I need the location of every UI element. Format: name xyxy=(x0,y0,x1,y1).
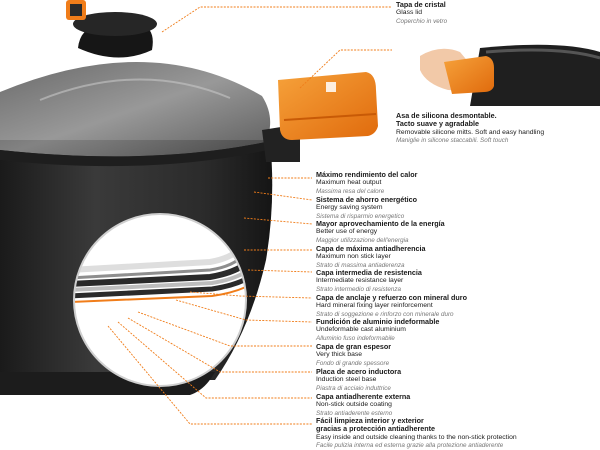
feature-es: Placa de acero inductora xyxy=(316,367,402,376)
feature-es: Fundición de aluminio indeformable xyxy=(316,317,440,326)
feature-en: Induction steel base xyxy=(316,376,377,384)
feature-es: Capa intermedia de resistencia xyxy=(316,268,422,277)
feature-energy-use: Mayor aprovechamiento de la energía Bett… xyxy=(316,219,598,244)
feature-it: Facile pulizia interna ed esterna grazie… xyxy=(316,442,504,450)
feature-it: Strato intermedio di resistenza xyxy=(316,285,402,293)
section-cutaway xyxy=(73,213,247,387)
feature-en: Maximum heat output xyxy=(316,179,382,187)
leader-3 xyxy=(243,217,313,225)
label-en: Removable silicone mitts. Soft and easy … xyxy=(396,128,545,136)
label-en: Glass lid xyxy=(396,9,423,17)
leader-7 xyxy=(175,299,313,323)
label-silicone-handle: Asa de silicona desmontable. Tacto suave… xyxy=(396,111,545,145)
glass-lid xyxy=(0,61,271,167)
feature-energy-saving: Sistema de ahorro energético Energy savi… xyxy=(316,195,598,220)
label-es-2: Tacto suave y agradable xyxy=(396,119,479,129)
label-it: Maniglie in silicone staccabili. Soft to… xyxy=(396,137,509,145)
handle-inset-photo xyxy=(400,40,600,106)
feature-it: Maggior utilizzazione dell'energia xyxy=(316,236,409,244)
leader-lines xyxy=(107,6,392,425)
feature-induction-base: Placa de acero inductora Induction steel… xyxy=(316,367,598,392)
silicone-handle xyxy=(262,72,378,162)
feature-en: Better use of energy xyxy=(316,228,378,236)
lid-knob xyxy=(66,0,157,58)
label-es: Asa de silicona desmontable. xyxy=(396,111,497,120)
feature-it: Fondo di grande spessore xyxy=(316,359,390,367)
feature-es: Sistema de ahorro energético xyxy=(316,195,418,204)
feature-easy-cleaning: Fácil limpieza interior y exterior graci… xyxy=(316,416,598,450)
feature-en: Hard mineral fixing layer reinforcement xyxy=(316,302,433,310)
label-it: Coperchio in vetro xyxy=(396,17,448,25)
feature-es: Fácil limpieza interior y exterior xyxy=(316,416,424,425)
feature-nonstick-layer: Capa de máxima antiadherencia Maximum no… xyxy=(316,244,598,269)
feature-thick-base: Capa de gran espesor Very thick base Fon… xyxy=(316,342,598,367)
feature-outside-coating: Capa antiadherente externa Non-stick out… xyxy=(316,392,598,417)
feature-mineral-layer: Capa de anclaje y refuerzo con mineral d… xyxy=(316,293,598,318)
feature-en: Intermediate resistance layer xyxy=(316,277,404,285)
feature-es: Capa de máxima antiadherencia xyxy=(316,244,426,253)
feature-it: Sistema di risparmio energetico xyxy=(316,212,405,220)
feature-es: Capa antiadherente externa xyxy=(316,392,411,401)
leader-9 xyxy=(127,317,312,373)
feature-it: Strato di massima antiaderenza xyxy=(316,261,405,269)
feature-it: Strato antiaderente esterno xyxy=(316,409,393,417)
leader-10 xyxy=(117,321,312,399)
feature-it: Piastra di acciaio induttrice xyxy=(316,384,391,392)
label-glass-lid: Tapa de cristal Glass lid Coperchio in v… xyxy=(396,0,448,25)
feature-en: Energy saving system xyxy=(316,204,383,212)
feature-es: Mayor aprovechamiento de la energía xyxy=(316,219,445,228)
feature-en: Very thick base xyxy=(316,351,363,359)
feature-it: Massima resa del calore xyxy=(316,187,385,195)
feature-en: Undeformable cast aluminium xyxy=(316,326,406,334)
feature-cast-aluminium: Fundición de aluminio indeformable Undef… xyxy=(316,317,598,342)
leader-6 xyxy=(189,291,313,299)
leader-lid xyxy=(161,6,392,33)
feature-es-2: gracias a protección antiadherente xyxy=(316,424,436,434)
feature-resistance-layer: Capa intermedia de resistencia Intermedi… xyxy=(316,268,598,293)
feature-es: Capa de gran espesor xyxy=(316,342,392,351)
feature-it: Strato di soggezione e rinforzo con mine… xyxy=(316,310,454,318)
feature-it: Alluminio fuso indeformabile xyxy=(316,334,395,342)
label-es: Tapa de cristal xyxy=(396,0,446,9)
feature-en: Easy inside and outside cleaning thanks … xyxy=(316,433,517,441)
leader-8 xyxy=(137,311,312,347)
feature-max-heat: Máximo rendimiento del calor Maximum hea… xyxy=(316,170,598,195)
feature-en: Maximum non stick layer xyxy=(316,253,391,261)
leader-5 xyxy=(247,269,313,273)
leader-11 xyxy=(107,325,312,425)
feature-es: Capa de anclaje y refuerzo con mineral d… xyxy=(316,293,467,302)
leader-handle xyxy=(299,49,392,89)
feature-en: Non-stick outside coating xyxy=(316,401,392,409)
feature-es: Máximo rendimiento del calor xyxy=(316,170,418,179)
